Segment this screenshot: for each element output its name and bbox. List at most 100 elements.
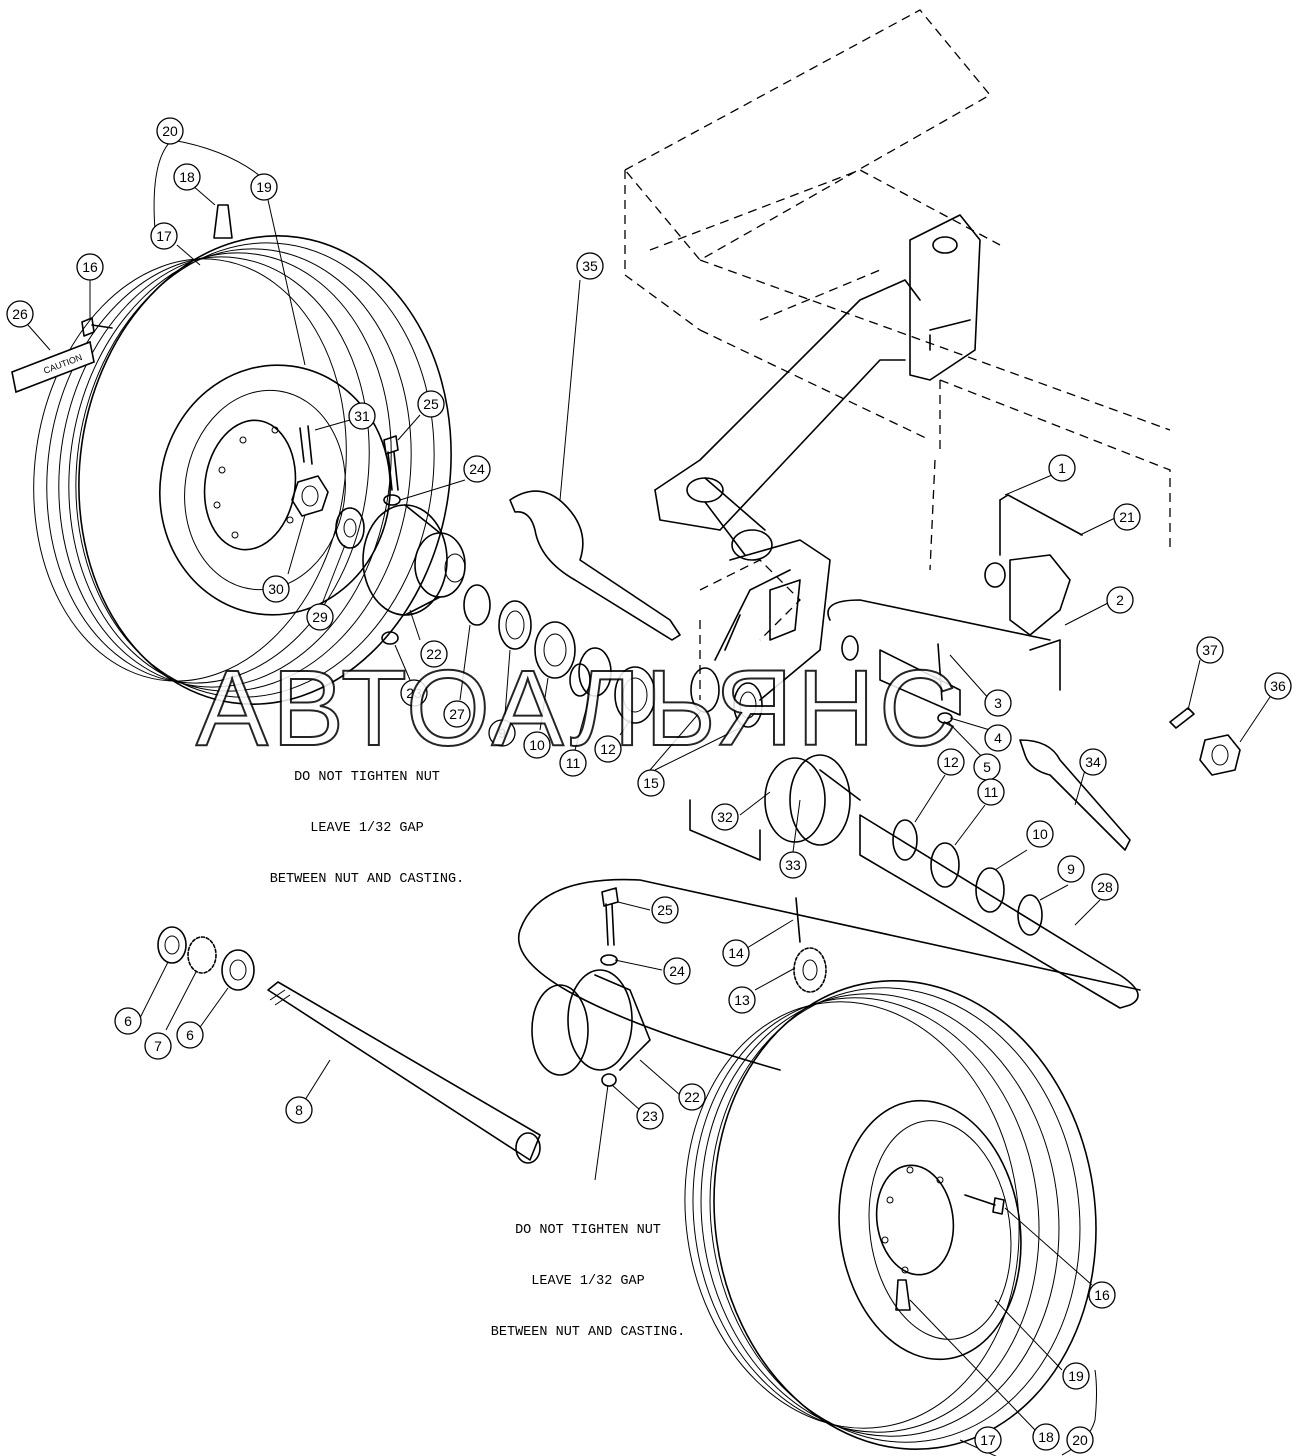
callout-19-lower: 19 xyxy=(1062,1362,1090,1390)
svg-text:6: 6 xyxy=(124,1013,132,1029)
caution-decal: CAUTION xyxy=(11,340,95,394)
svg-text:20: 20 xyxy=(162,123,178,139)
callout-8: 8 xyxy=(285,1096,313,1124)
svg-text:20: 20 xyxy=(1072,1432,1088,1448)
svg-text:22: 22 xyxy=(684,1089,700,1105)
svg-text:9: 9 xyxy=(498,725,506,741)
callout-11-upper: 11 xyxy=(559,749,587,777)
svg-text:32: 32 xyxy=(717,809,733,825)
svg-text:24: 24 xyxy=(469,461,485,477)
callout-14: 14 xyxy=(722,939,750,967)
shaft-outline-loop xyxy=(517,878,1141,1071)
callout-17-lower: 17 xyxy=(974,1426,1002,1454)
svg-text:27: 27 xyxy=(449,706,465,722)
callout-31: 31 xyxy=(348,402,376,430)
callout-23-lower: 23 xyxy=(636,1102,664,1130)
svg-text:1: 1 xyxy=(1058,460,1066,476)
callout-36: 36 xyxy=(1264,672,1292,700)
bearing-race-upper xyxy=(614,666,656,724)
watermark-text: АВТОАЛЬЯНС xyxy=(195,646,961,769)
svg-text:19: 19 xyxy=(256,179,272,195)
hub-upper xyxy=(362,504,466,616)
lock-washer-tabbed xyxy=(187,936,217,974)
callout-33: 33 xyxy=(779,851,807,879)
svg-text:26: 26 xyxy=(12,306,28,322)
lock-washer-upper-bottom xyxy=(381,631,399,645)
note-upper-line-2: LEAVE 1/32 GAP xyxy=(310,821,424,836)
note-upper-line-1: DO NOT TIGHTEN NUT xyxy=(294,770,440,785)
callout-25-upper: 25 xyxy=(417,390,445,418)
callout-30: 30 xyxy=(262,575,290,603)
latch-pin xyxy=(841,635,961,724)
svg-text:29: 29 xyxy=(312,609,328,625)
svg-text:24: 24 xyxy=(669,963,685,979)
callout-22-lower: 22 xyxy=(678,1083,706,1111)
washer-upper xyxy=(335,507,365,549)
note-lower-line-1: DO NOT TIGHTEN NUT xyxy=(515,1223,661,1238)
svg-text:14: 14 xyxy=(728,945,744,961)
callout-17-upper: 17 xyxy=(150,222,178,250)
note-upper-line-3: BETWEEN NUT AND CASTING. xyxy=(269,872,465,887)
callout-1: 1 xyxy=(1048,454,1076,482)
castle-nut-upper xyxy=(291,475,329,517)
svg-text:2: 2 xyxy=(1116,592,1124,608)
roll-pin xyxy=(1169,707,1195,729)
callout-13: 13 xyxy=(728,986,756,1014)
lock-nut xyxy=(1199,734,1241,776)
callout-29: 29 xyxy=(306,603,334,631)
callout-20-upper: 20 xyxy=(156,117,184,145)
svg-text:8: 8 xyxy=(295,1102,303,1118)
note-lower-line-2: LEAVE 1/32 GAP xyxy=(531,1274,645,1289)
callout-6-left: 6 xyxy=(114,1007,142,1035)
svg-text:12: 12 xyxy=(600,741,616,757)
svg-text:13: 13 xyxy=(734,992,750,1008)
svg-text:23: 23 xyxy=(406,685,422,701)
svg-text:28: 28 xyxy=(1097,879,1113,895)
svg-text:10: 10 xyxy=(529,737,545,753)
svg-text:21: 21 xyxy=(1119,509,1135,525)
tire-upper xyxy=(33,235,452,705)
frame-outline xyxy=(623,9,1171,700)
svg-text:12: 12 xyxy=(943,754,959,770)
callout-2: 2 xyxy=(1106,586,1134,614)
callout-34: 34 xyxy=(1079,748,1107,776)
callout-12-upper: 12 xyxy=(594,735,622,763)
callout-16-upper: 16 xyxy=(76,253,104,281)
callout-22-upper: 22 xyxy=(420,640,448,668)
svg-text:25: 25 xyxy=(423,396,439,412)
callout-28: 28 xyxy=(1091,873,1119,901)
svg-text:22: 22 xyxy=(426,646,442,662)
callout-24-lower: 24 xyxy=(663,957,691,985)
svg-text:15: 15 xyxy=(643,775,659,791)
callout-11-lower: 11 xyxy=(977,778,1005,806)
lock-washer-lower-top xyxy=(600,954,618,966)
callout-6-right: 6 xyxy=(176,1021,204,1049)
bearing-seal-upper xyxy=(534,621,576,679)
sprocket xyxy=(793,947,827,993)
callout-24-upper: 24 xyxy=(463,455,491,483)
svg-text:37: 37 xyxy=(1202,642,1218,658)
svg-text:7: 7 xyxy=(154,1038,162,1054)
svg-text:9: 9 xyxy=(1067,861,1075,877)
valve-stem-upper xyxy=(213,204,233,239)
hub-lower xyxy=(531,969,651,1076)
svg-text:11: 11 xyxy=(566,755,581,771)
svg-text:16: 16 xyxy=(1094,1287,1110,1303)
spindle-shaft xyxy=(859,814,1139,1009)
callout-18-lower: 18 xyxy=(1032,1423,1060,1451)
callout-23-upper: 23 xyxy=(400,679,428,707)
svg-text:3: 3 xyxy=(994,695,1002,711)
callout-16-lower: 16 xyxy=(1088,1281,1116,1309)
lock-washer-upper-top xyxy=(383,494,401,506)
jam-nut-right xyxy=(221,949,255,991)
spanner-wrench xyxy=(509,490,681,641)
spindle-assembly xyxy=(764,754,861,846)
callout-26: 26 xyxy=(6,300,34,328)
svg-text:10: 10 xyxy=(1032,826,1048,842)
callout-10-lower: 10 xyxy=(1026,820,1054,848)
leader-lines xyxy=(27,139,1271,1456)
callout-20-lower: 20 xyxy=(1066,1426,1094,1454)
svg-text:19: 19 xyxy=(1068,1368,1084,1384)
cotter-pin-upper xyxy=(299,425,313,465)
